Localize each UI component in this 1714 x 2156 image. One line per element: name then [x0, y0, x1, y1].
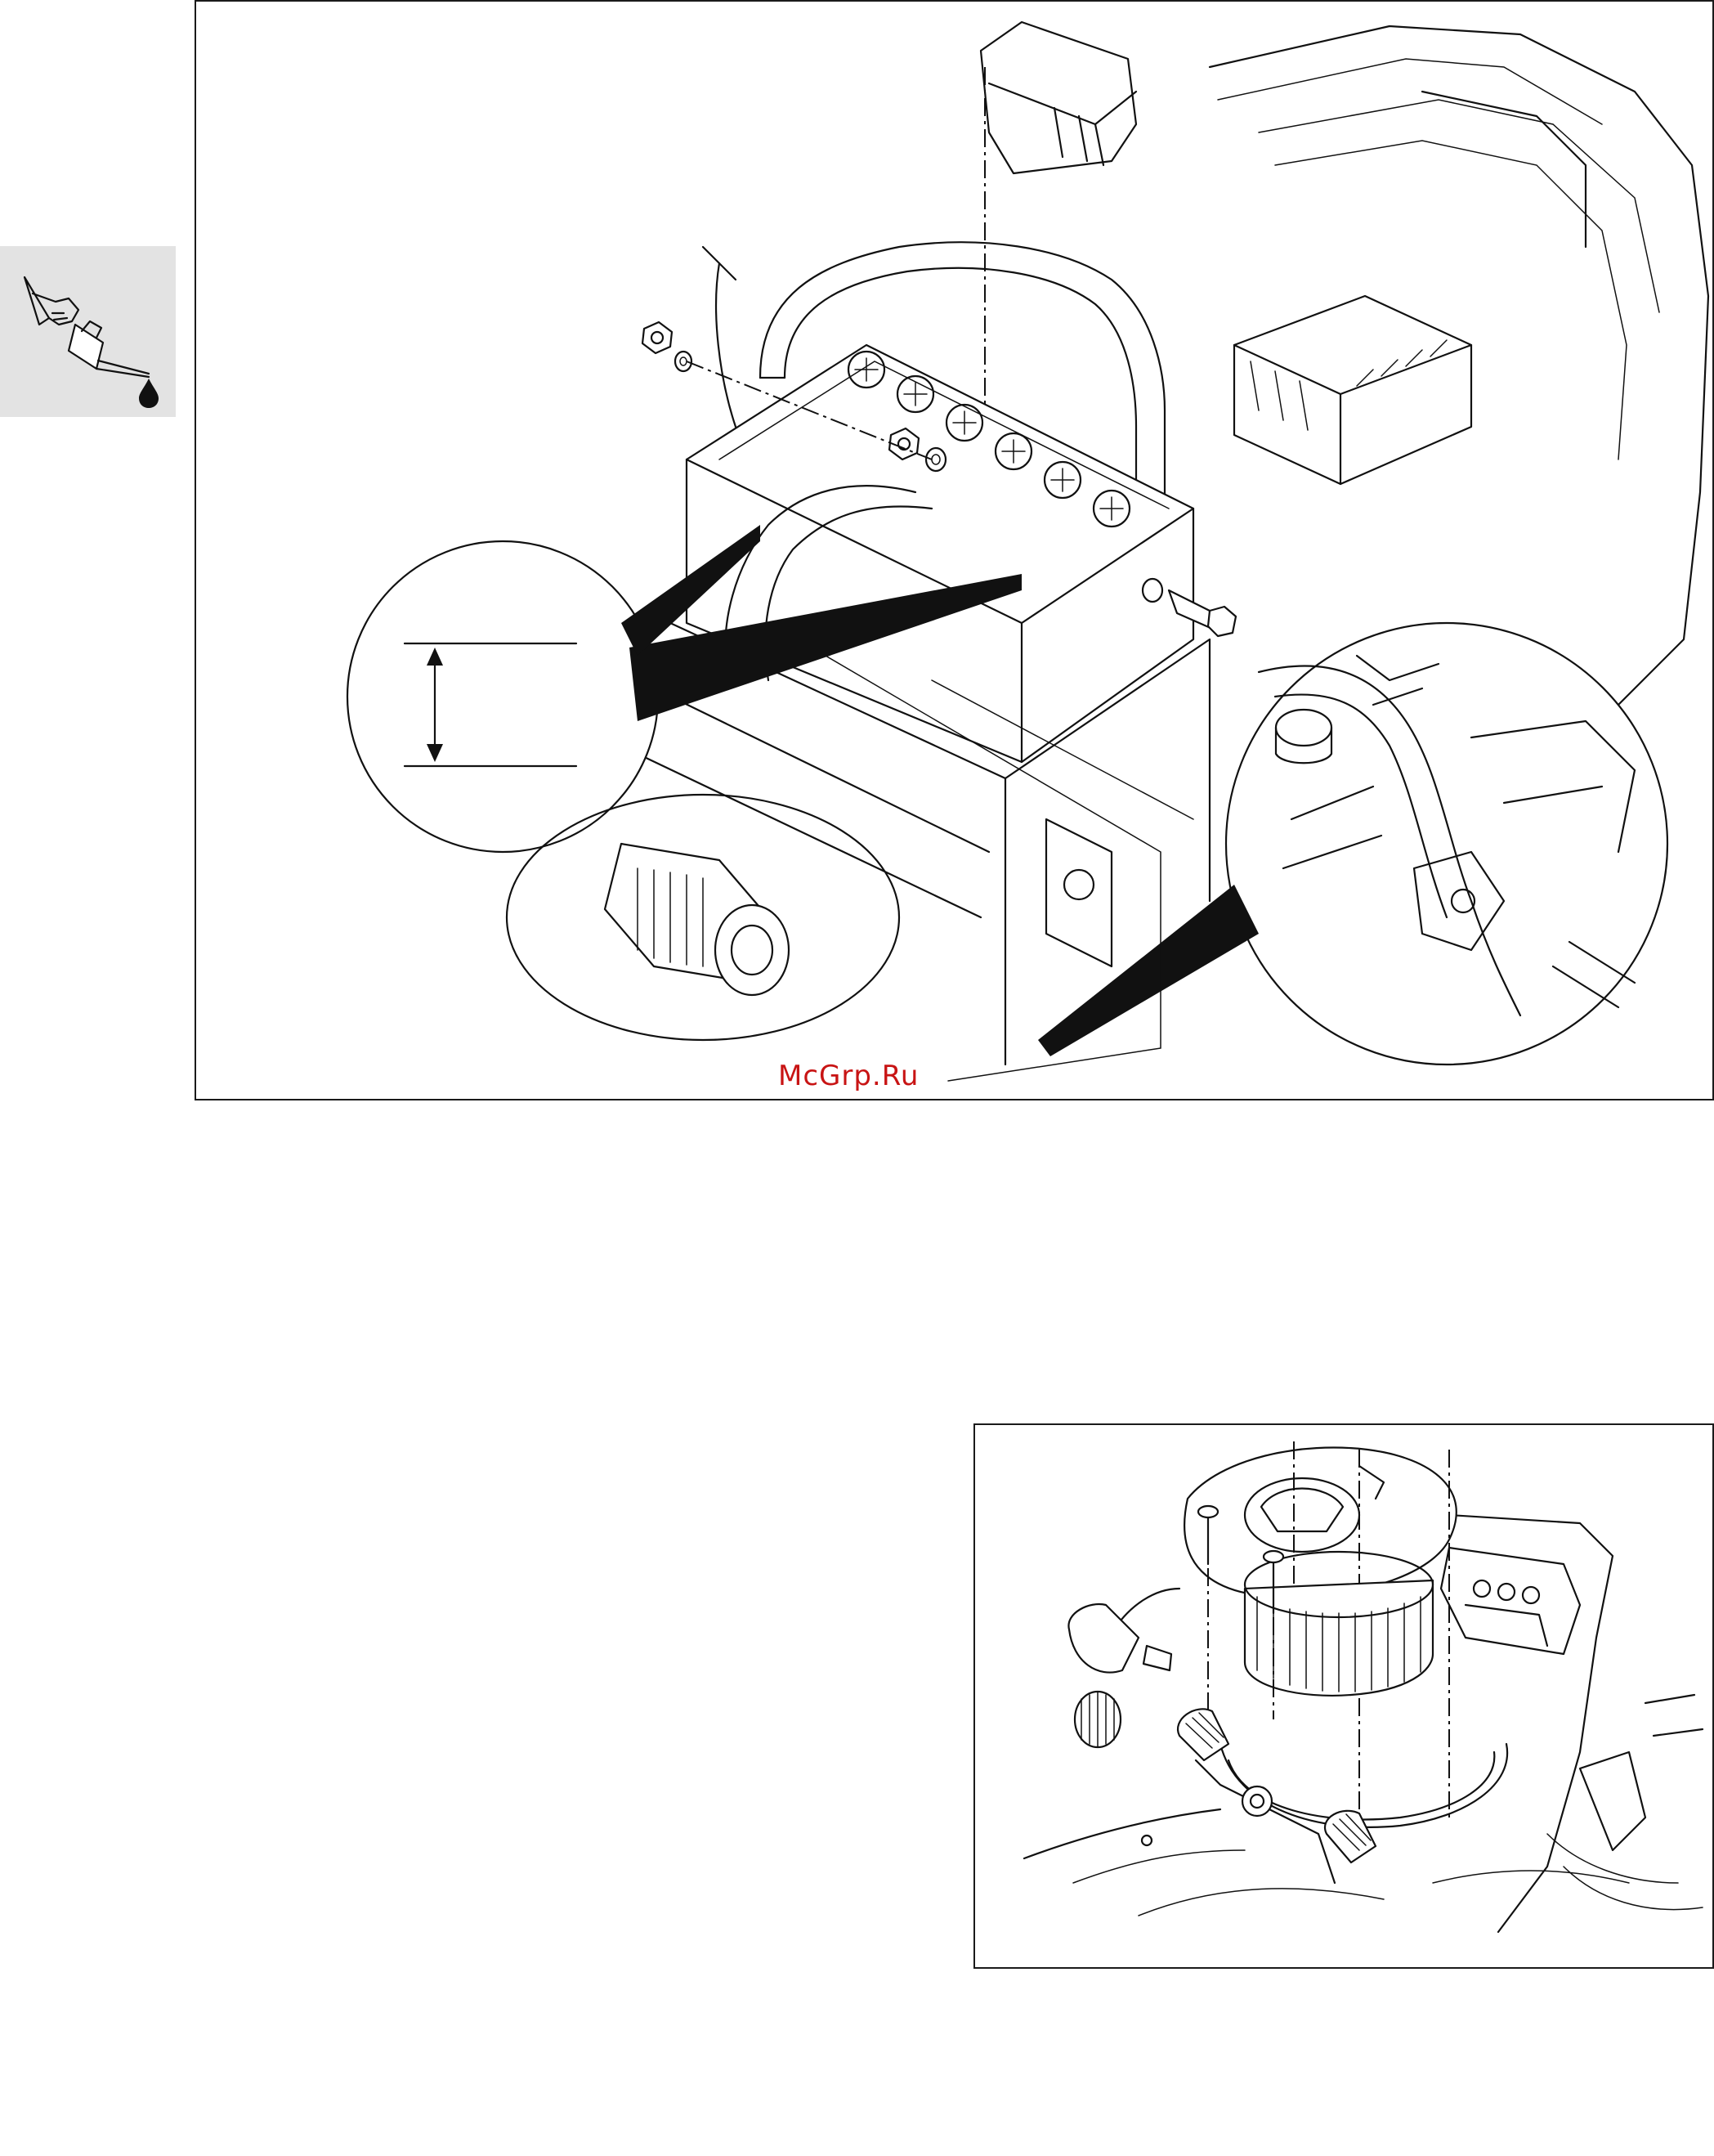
blower-motor-installation-diagram: [973, 1423, 1714, 1969]
cable-routing-detail-callout: [1226, 623, 1667, 1065]
watermark-text: McGrp.Ru: [778, 1060, 919, 1092]
oil-can-lubrication-icon: [0, 246, 176, 417]
blower-motor-drawing: [975, 1425, 1712, 1967]
lubrication-icon-panel: [0, 246, 176, 417]
battery-installation-drawing: [196, 2, 1712, 1099]
height-detail-callout: [347, 541, 658, 852]
battery-installation-diagram: [195, 0, 1714, 1100]
